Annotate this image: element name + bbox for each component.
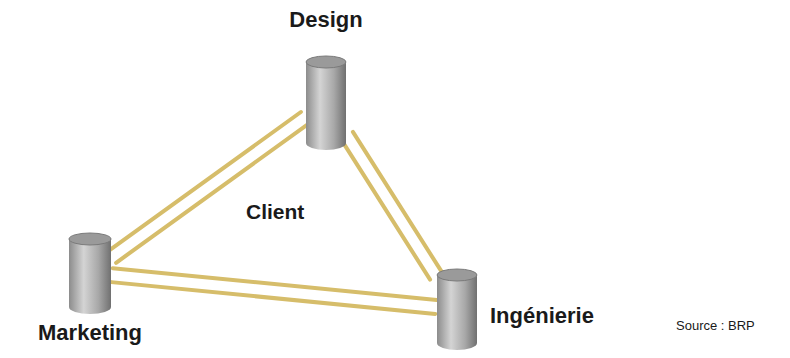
post-node: Design bbox=[305, 55, 347, 150]
post-node: Ingénierie bbox=[436, 268, 478, 350]
center-label: Client bbox=[246, 200, 304, 224]
post-cylinder bbox=[436, 268, 478, 350]
elastic-band bbox=[341, 132, 442, 280]
source-note: Source : BRP bbox=[676, 318, 755, 333]
node-label: Marketing bbox=[38, 320, 142, 346]
post-cylinder bbox=[305, 55, 347, 150]
post-node: Marketing bbox=[68, 232, 112, 314]
node-label: Ingénierie bbox=[490, 303, 594, 329]
elastic-band bbox=[111, 268, 436, 314]
elastic-band bbox=[108, 112, 309, 263]
node-label: Design bbox=[289, 7, 362, 33]
post-cylinder bbox=[68, 232, 112, 314]
